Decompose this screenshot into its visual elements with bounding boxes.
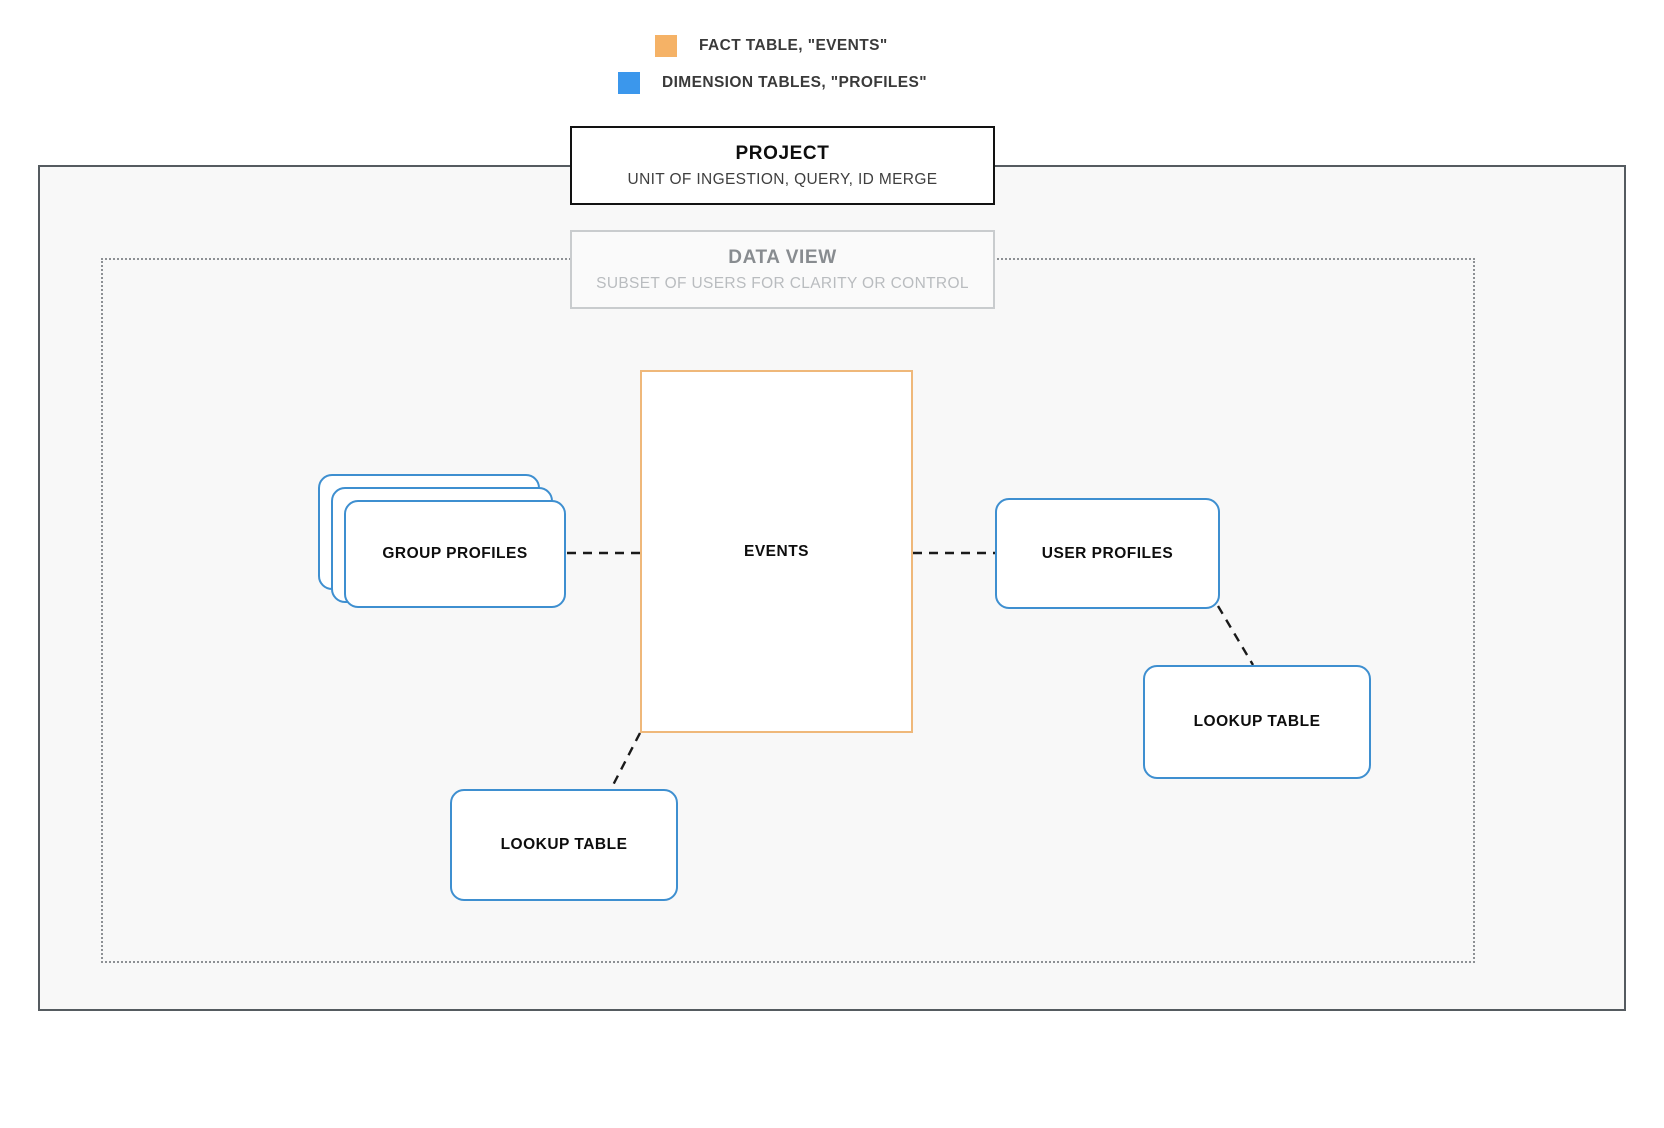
- node-label-user-profiles: USER PROFILES: [1041, 544, 1174, 562]
- project-header-box[interactable]: PROJECT UNIT OF INGESTION, QUERY, ID MER…: [570, 126, 995, 205]
- blue-swatch-icon: [618, 72, 640, 94]
- node-label-events: EVENTS: [743, 542, 809, 560]
- node-events[interactable]: EVENTS: [640, 370, 913, 733]
- data-view-header-box[interactable]: DATA VIEW SUBSET OF USERS FOR CLARITY OR…: [570, 230, 995, 309]
- node-user-profiles[interactable]: USER PROFILES: [995, 498, 1220, 609]
- data-view-title: DATA VIEW: [728, 246, 837, 268]
- legend-item-fact-table: FACT TABLE, "EVENTS": [655, 35, 888, 57]
- node-lookup-table-right[interactable]: LOOKUP TABLE: [1143, 665, 1371, 779]
- orange-swatch-icon: [655, 35, 677, 57]
- project-subtitle: UNIT OF INGESTION, QUERY, ID MERGE: [627, 170, 938, 188]
- legend-item-dimension-tables: DIMENSION TABLES, "PROFILES": [618, 72, 927, 94]
- data-view-subtitle: SUBSET OF USERS FOR CLARITY OR CONTROL: [596, 274, 969, 292]
- legend-label-dimension-tables: DIMENSION TABLES, "PROFILES": [662, 74, 928, 91]
- node-label-lookup-table-left: LOOKUP TABLE: [500, 836, 628, 853]
- legend-label-fact-table: FACT TABLE, "EVENTS": [699, 37, 888, 54]
- node-label-group-profiles: GROUP PROFILES: [382, 545, 528, 562]
- group-profiles-card-front[interactable]: GROUP PROFILES: [344, 500, 566, 608]
- node-lookup-table-left[interactable]: LOOKUP TABLE: [450, 789, 678, 901]
- project-title: PROJECT: [735, 142, 830, 164]
- node-label-lookup-table-right: LOOKUP TABLE: [1193, 713, 1321, 730]
